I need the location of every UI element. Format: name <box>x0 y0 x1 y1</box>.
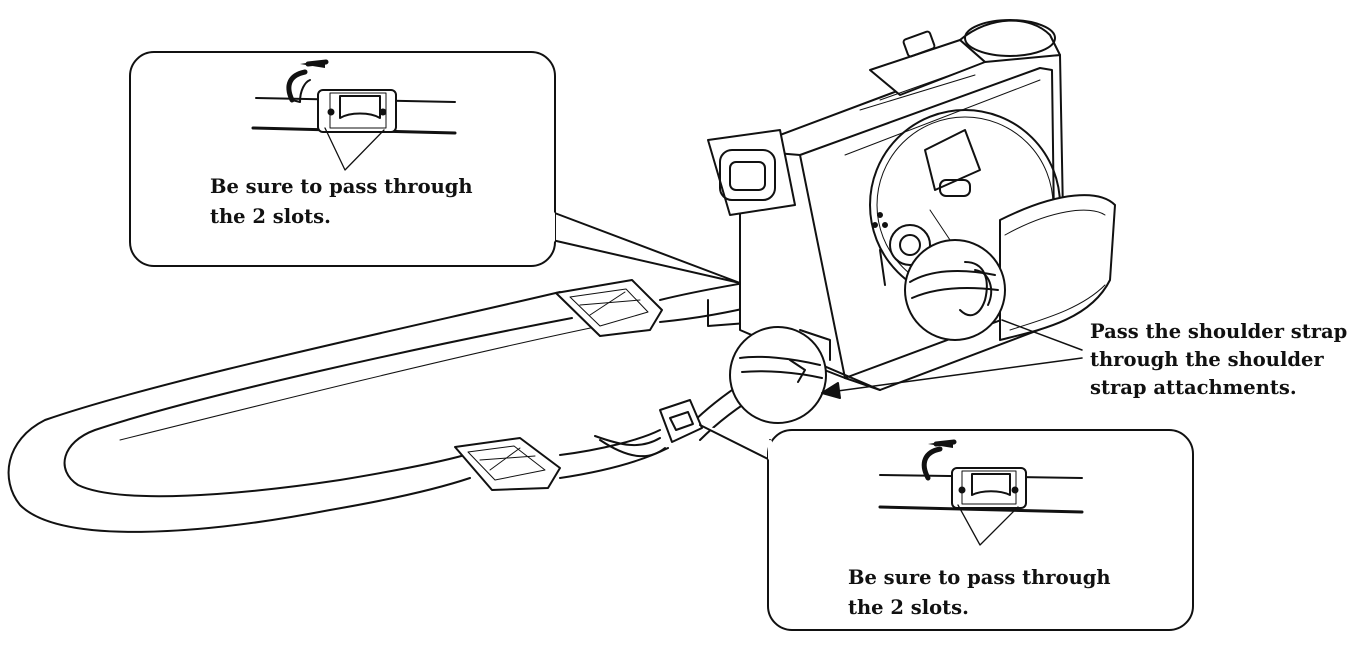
callout-bottom-line1: Be sure to pass through <box>848 566 1111 589</box>
instruction-line2: through the shoulder <box>1090 348 1324 371</box>
strap-pad-upper <box>555 279 663 337</box>
instruction-line3: strap attachments. <box>1090 376 1297 399</box>
callout-box-bottom <box>699 424 1194 631</box>
strap-pad-lower <box>454 437 561 491</box>
callout-top-line2: the 2 slots. <box>210 205 331 228</box>
callout-top-line1: Be sure to pass through <box>210 175 473 198</box>
callout-bottom-line2: the 2 slots. <box>848 596 969 619</box>
zoom-circle-lower <box>729 326 827 424</box>
buckle-lower <box>659 399 703 443</box>
shoulder-strap <box>7 279 816 533</box>
pointer-lines <box>821 319 1083 399</box>
instruction-line1: Pass the shoulder strap <box>1090 320 1348 343</box>
zoom-circle-upper <box>904 239 1006 341</box>
callout-box-top <box>129 51 741 284</box>
